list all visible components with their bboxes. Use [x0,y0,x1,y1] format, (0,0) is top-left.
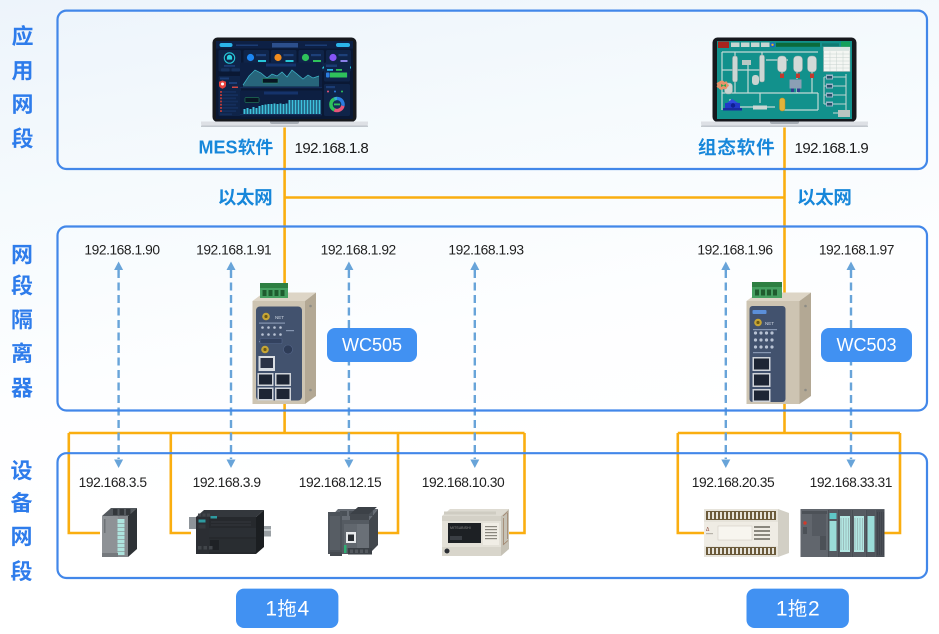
svg-text:MITSUBISHI: MITSUBISHI [450,526,471,530]
svg-text:192.168.1.93: 192.168.1.93 [448,243,524,258]
svg-text:192.168.20.35: 192.168.20.35 [692,475,775,490]
svg-text:192.168.1.8: 192.168.1.8 [295,140,369,157]
svg-text:1: 1 [265,598,277,621]
svg-text:192.168.33.31: 192.168.33.31 [810,475,892,490]
svg-text:192.168.1.97: 192.168.1.97 [819,243,894,258]
svg-text:Δ: Δ [706,527,710,533]
svg-text:192.168.1.90: 192.168.1.90 [84,243,160,258]
svg-text:192.168.1.92: 192.168.1.92 [321,243,396,258]
svg-text:192.168.10.30: 192.168.10.30 [422,475,505,490]
svg-text:192.168.12.15: 192.168.12.15 [299,475,382,490]
svg-text:1: 1 [776,598,788,621]
svg-text:4: 4 [298,598,310,621]
svg-text:192.168.1.96: 192.168.1.96 [697,243,773,258]
svg-text:NET: NET [275,315,284,320]
svg-text:WC503: WC503 [836,335,896,355]
svg-text:WC505: WC505 [342,335,402,355]
svg-text:MES: MES [199,138,238,158]
svg-text:192.168.3.9: 192.168.3.9 [193,475,262,490]
svg-text:192.168.3.5: 192.168.3.5 [79,475,148,490]
svg-text:192.168.1.91: 192.168.1.91 [196,243,271,258]
svg-text:2: 2 [808,598,820,621]
svg-text:NET: NET [765,321,774,326]
svg-text:192.168.1.9: 192.168.1.9 [795,140,869,157]
